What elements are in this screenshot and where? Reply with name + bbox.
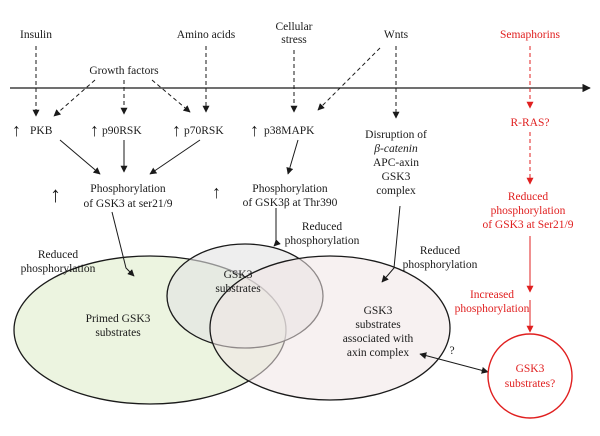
label-question-mark: ? — [449, 345, 454, 357]
up-arrow-pkb: ↑ — [12, 120, 21, 140]
ellipse-axin-complex-substrates — [209, 255, 451, 401]
up-arrow-phospho-thr: ↑ — [212, 182, 221, 202]
double-arrow-axin-circle — [419, 352, 489, 374]
label-pkb: PKB — [30, 125, 53, 137]
arrow-gf-p70rsk — [151, 79, 191, 113]
arrow-phospho-ser-to-primed — [111, 211, 135, 277]
arrow-p70rsk-phospho — [149, 139, 201, 175]
label-amino-acids: Amino acids — [177, 29, 236, 41]
up-arrow-p90rsk: ↑ — [90, 120, 99, 140]
arrow-wnts-p38mapk — [317, 47, 381, 111]
circle-gsk3-substrates — [487, 333, 573, 419]
up-arrow-phospho-ser: ↑ — [50, 182, 61, 207]
label-p70rsk: p70RSK — [184, 125, 224, 137]
label-wnts: Wnts — [384, 29, 409, 41]
arrow-phospho-thr-to-gsk3 — [273, 208, 281, 247]
label-semaphorins: Semaphorins — [500, 29, 561, 41]
label-rras: R-RAS? — [511, 117, 550, 129]
arrow-disruption-to-axin — [381, 205, 401, 283]
label-growth-factors: Growth factors — [89, 65, 159, 77]
arrow-p38mapk-phospho — [286, 139, 299, 175]
arrow-pkb-phospho — [59, 139, 101, 175]
label-insulin: Insulin — [20, 29, 52, 41]
label-p38mapk: p38MAPK — [264, 125, 315, 137]
arrow-gf-pkb — [53, 79, 96, 117]
label-p90rsk: p90RSK — [102, 125, 142, 137]
up-arrow-p70rsk: ↑ — [172, 120, 181, 140]
up-arrow-p38mapk: ↑ — [250, 120, 259, 140]
